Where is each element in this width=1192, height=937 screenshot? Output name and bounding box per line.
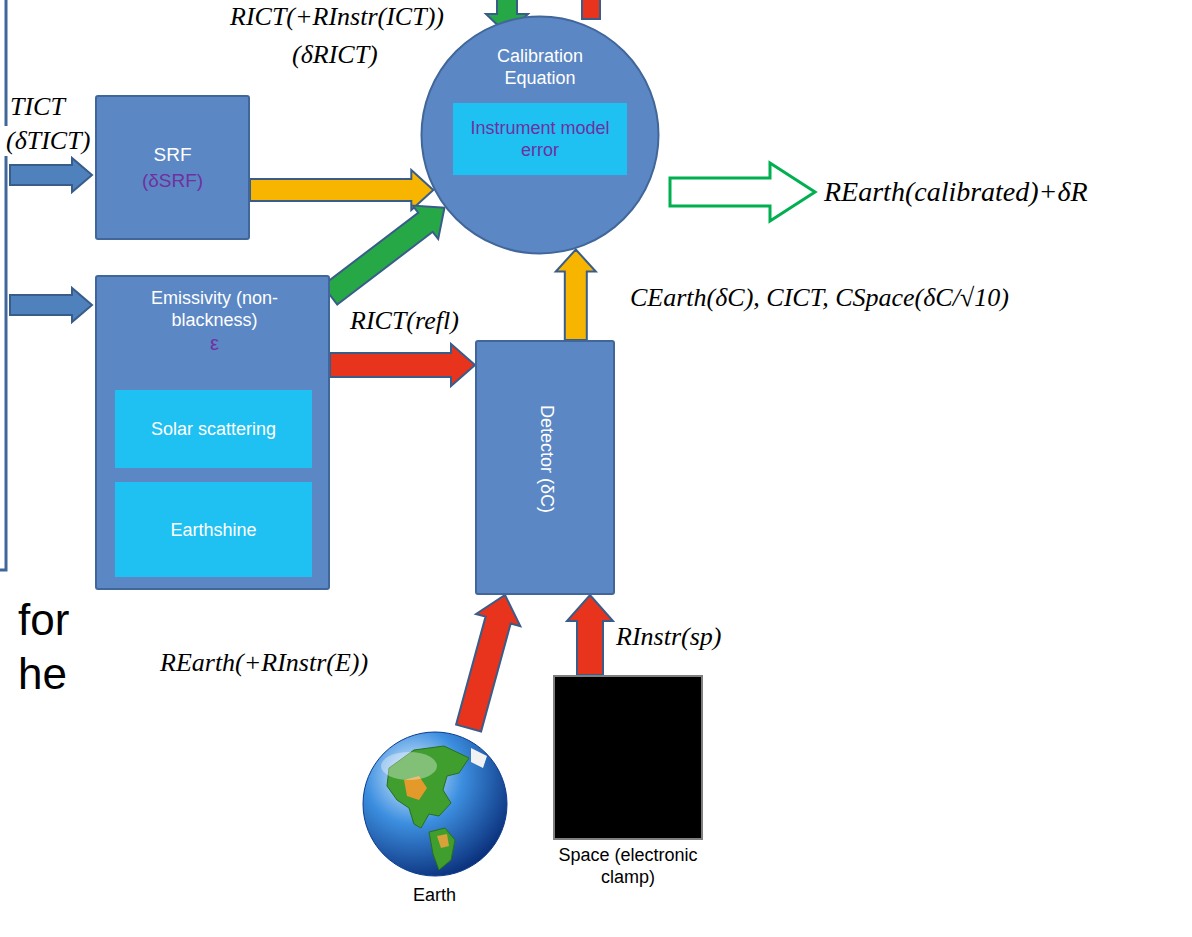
- ice: [471, 748, 487, 768]
- top-arrow: [582, 0, 600, 19]
- block-arrow: [250, 170, 433, 210]
- block-arrow: [567, 595, 613, 675]
- edge-label: CEarth(δC), CICT, CSpace(δC/√10): [628, 283, 1011, 313]
- radiance-label: RICT(+RInstr(ICT)): [228, 2, 446, 32]
- calibration-circle: Calibration EquationInstrument model err…: [420, 15, 660, 255]
- detector-box: Detector (δC): [475, 340, 615, 595]
- srf-box: SRF(δSRF): [95, 95, 250, 240]
- globe-sphere: [363, 732, 507, 876]
- block-arrow: [456, 595, 520, 731]
- temperature-label: TICT: [8, 92, 67, 122]
- node-text: Space (electronic clamp): [533, 844, 723, 888]
- emissivity-box: Emissivity (non-blackness)εSolar scatter…: [95, 275, 330, 590]
- uncertainty-label: (δRICT): [290, 40, 380, 70]
- cut-text: he: [18, 648, 67, 700]
- input-arrow: [10, 158, 92, 192]
- node-text: Solar scattering: [151, 418, 276, 440]
- node-text: Earth: [357, 884, 512, 906]
- earth-source: Earth: [357, 728, 512, 906]
- text-group: Emissivity (non-blackness)ε: [125, 287, 305, 355]
- input-arrow: [10, 288, 92, 322]
- node-text: Earthshine: [170, 519, 256, 541]
- node-text: Calibration Equation: [470, 45, 610, 89]
- block-arrow: [556, 250, 596, 341]
- node-text: Instrument model error: [461, 117, 619, 161]
- desert: [437, 834, 449, 848]
- space-source: Space (electronic clamp): [533, 675, 723, 888]
- node-text: (δSRF): [142, 168, 203, 194]
- node-text: Emissivity (non-blackness): [125, 287, 305, 331]
- edge-label: RICT(refl): [348, 306, 461, 336]
- text-group: Calibration Equation: [470, 45, 610, 89]
- block-arrow: [330, 344, 475, 386]
- node-text: ε: [125, 331, 305, 355]
- cut-text: for: [18, 594, 69, 646]
- node-text: SRF: [154, 142, 192, 168]
- space-square: [553, 675, 703, 840]
- earth-globe: [359, 728, 511, 880]
- left-panel: [0, 0, 6, 570]
- model-error-box: Instrument model error: [453, 103, 627, 175]
- block-arrow: [323, 206, 445, 305]
- solar-box: Solar scattering: [115, 390, 312, 468]
- node-text: Detector (δC): [536, 404, 558, 514]
- edge-label: RInstr(sp): [614, 622, 723, 652]
- edge-label: REarth(+RInstr(E)): [158, 648, 370, 678]
- output-label: REarth(calibrated)+δR: [822, 175, 1090, 209]
- highlight: [381, 752, 437, 780]
- output-arrow: [670, 163, 815, 221]
- continent: [429, 828, 455, 870]
- earthshine-box: Earthshine: [115, 482, 312, 577]
- uncertainty-label: (δTICT): [4, 126, 92, 156]
